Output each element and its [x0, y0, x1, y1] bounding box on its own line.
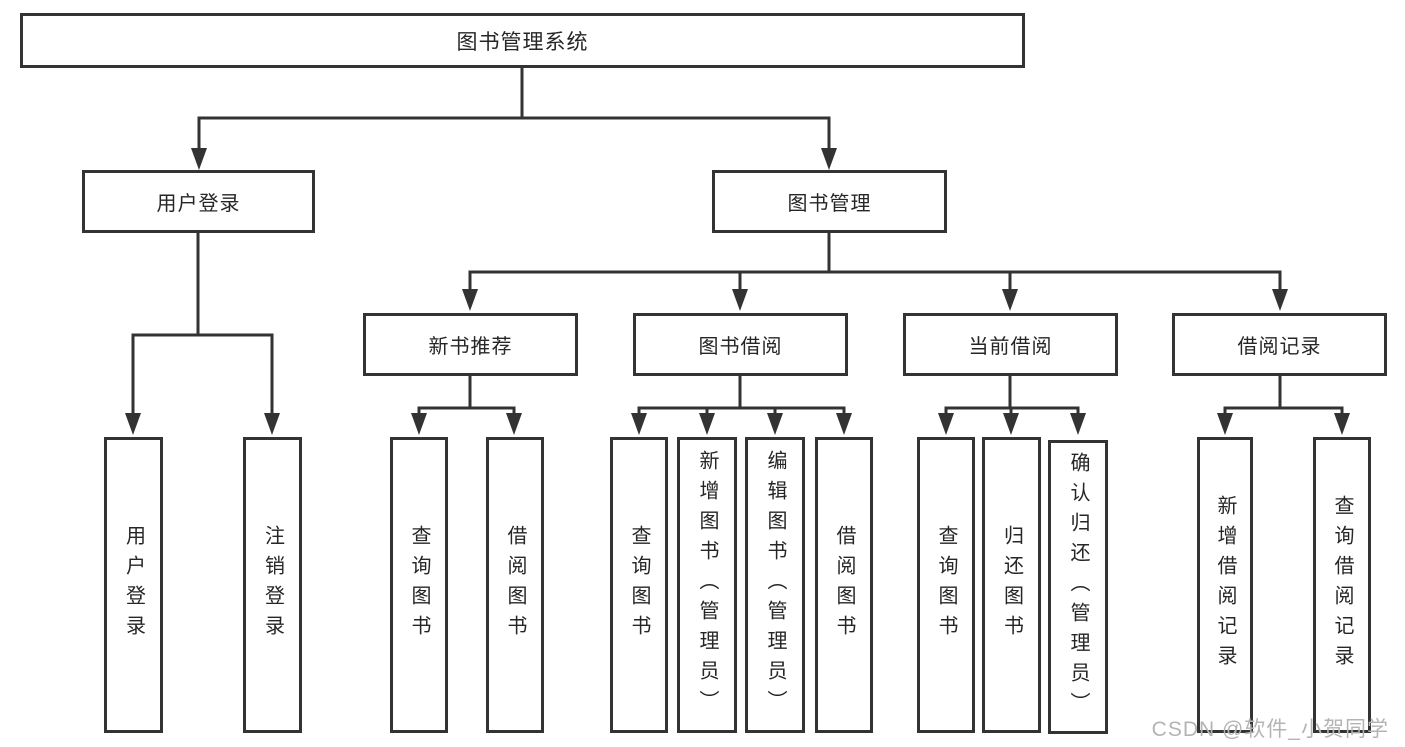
watermark: CSDN @软件_小贺同学 — [1151, 718, 1389, 741]
node-library-system: 图书管理系统 — [20, 13, 1025, 68]
leaf-query-books-borrow: 查询图书 — [610, 437, 668, 733]
leaf-logout: 注销登录 — [243, 437, 302, 733]
leaf-query-borrow-record: 查询借阅记录 — [1313, 437, 1371, 733]
node-book-borrow: 图书借阅 — [633, 313, 848, 376]
node-book-management: 图书管理 — [712, 170, 947, 233]
leaf-query-books-current: 查询图书 — [917, 437, 975, 733]
node-user-login: 用户登录 — [82, 170, 315, 233]
leaf-edit-books-admin: 编辑图书（管理员） — [745, 437, 805, 733]
node-new-book-recommend: 新书推荐 — [363, 313, 578, 376]
leaf-add-books-admin: 新增图书（管理员） — [677, 437, 737, 733]
leaf-return-books: 归还图书 — [982, 437, 1041, 733]
node-current-borrow: 当前借阅 — [903, 313, 1118, 376]
leaf-user-login: 用户登录 — [104, 437, 163, 733]
leaf-add-borrow-record: 新增借阅记录 — [1197, 437, 1253, 733]
leaf-confirm-return-admin: 确认归还（管理员） — [1048, 440, 1108, 734]
leaf-query-books-recommend: 查询图书 — [390, 437, 448, 733]
node-borrow-records: 借阅记录 — [1172, 313, 1387, 376]
leaf-borrow-books: 借阅图书 — [815, 437, 873, 733]
leaf-borrow-books-recommend: 借阅图书 — [486, 437, 544, 733]
